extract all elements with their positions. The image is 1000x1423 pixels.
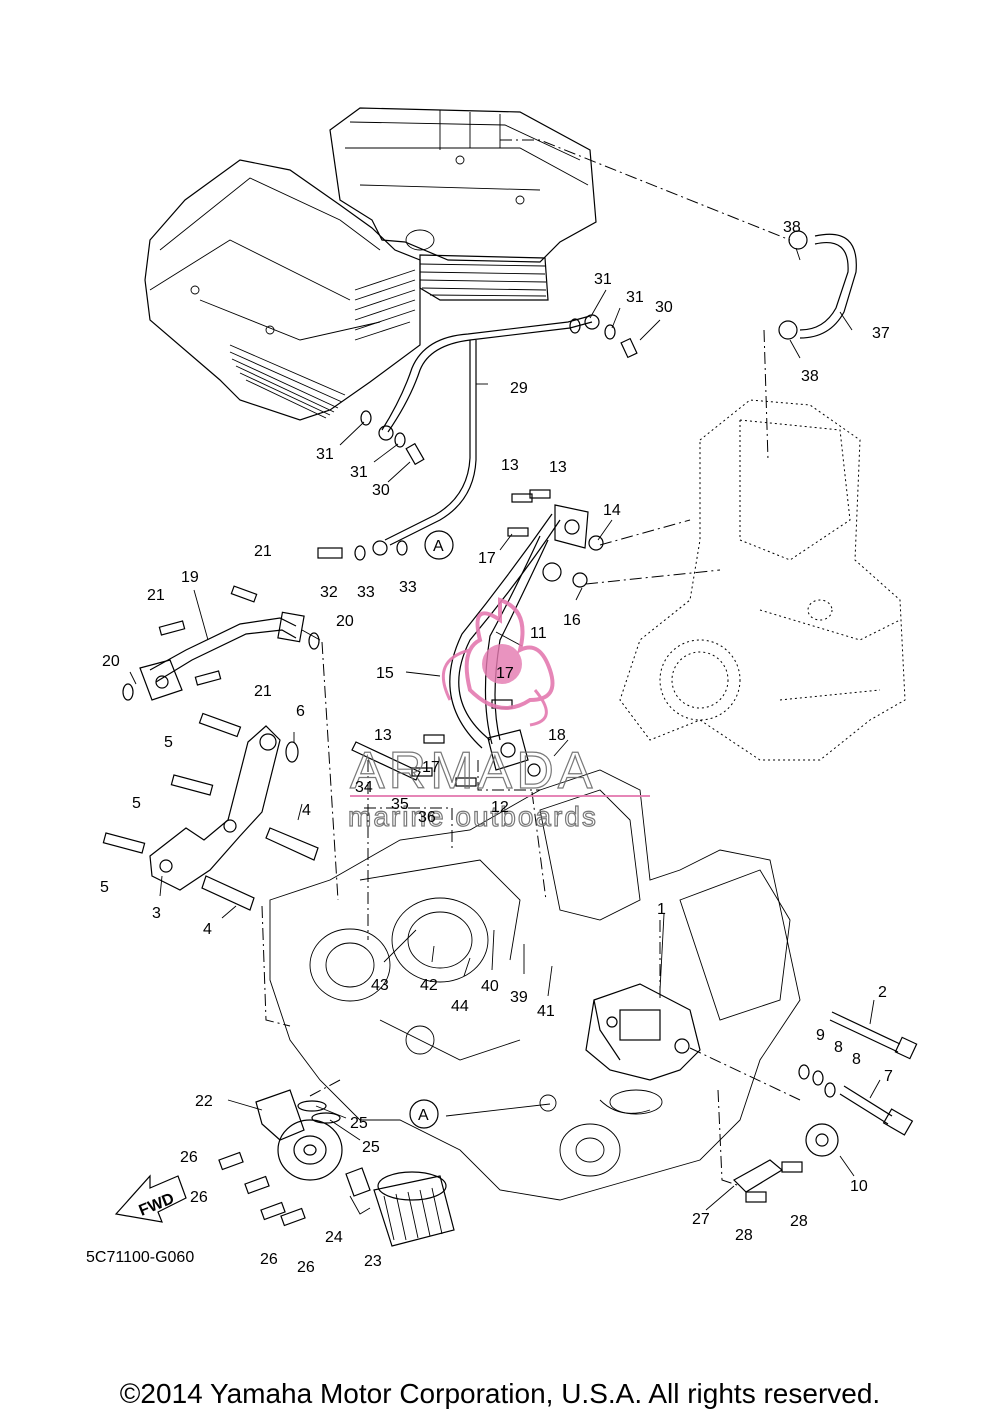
callout-21: 21: [254, 543, 272, 560]
callout-28: 28: [790, 1213, 808, 1230]
guide-lines: [261, 139, 801, 1187]
callout-labels: 1 2 3 4 4 5 5 5 6 7 8 8 9 10 11 12 13 13…: [100, 219, 893, 1276]
pump-fasteners: [733, 1011, 918, 1203]
callout-35: 35: [391, 796, 409, 813]
callout-1: 1: [657, 901, 666, 918]
circle-ref-a-bottom: A: [409, 1099, 439, 1129]
callout-33: 33: [399, 579, 417, 596]
callout-14: 14: [603, 502, 621, 519]
oil-pipe-assembly: [122, 585, 320, 701]
callout-15: 15: [376, 665, 394, 682]
callout-4: 4: [203, 921, 212, 938]
callout-13: 13: [501, 457, 519, 474]
callout-32: 32: [320, 584, 338, 601]
callout-3: 3: [152, 905, 161, 922]
callout-6: 6: [296, 703, 305, 720]
callout-22: 22: [195, 1093, 213, 1110]
circle-ref-a-bottom-label: A: [418, 1107, 429, 1124]
callout-17: 17: [422, 759, 440, 776]
callout-26: 26: [180, 1149, 198, 1166]
right-crankcase: [619, 399, 906, 761]
fwd-label: FWD: [137, 1190, 177, 1219]
callout-29: 29: [510, 380, 528, 397]
watermark-dot: [482, 644, 522, 684]
callout-43: 43: [371, 977, 389, 994]
callout-11: 11: [530, 625, 547, 642]
callout-17: 17: [496, 665, 514, 682]
callout-13: 13: [374, 727, 392, 744]
callout-25: 25: [350, 1115, 368, 1132]
circle-ref-a-top-label: A: [433, 538, 444, 555]
callout-18: 18: [548, 727, 566, 744]
callout-37: 37: [872, 325, 890, 342]
callout-2: 2: [878, 984, 887, 1001]
diagram-ref-code: 5C71100-G060: [86, 1249, 194, 1266]
copyright-notice: ©2014 Yamaha Motor Corporation, U.S.A. A…: [119, 1378, 881, 1409]
callout-26: 26: [297, 1259, 315, 1276]
watermark-tagline: marine outboards: [348, 801, 598, 832]
callout-26: 26: [190, 1189, 208, 1206]
breather-hose: [778, 230, 857, 340]
callout-38: 38: [801, 368, 819, 385]
callout-36: 36: [418, 809, 436, 826]
callout-16: 16: [563, 612, 581, 629]
callout-28: 28: [735, 1227, 753, 1244]
callout-8: 8: [852, 1051, 861, 1068]
callout-23: 23: [364, 1253, 382, 1270]
callout-20: 20: [102, 653, 120, 670]
callout-24: 24: [325, 1229, 343, 1246]
oil-lines: [351, 489, 604, 787]
callout-10: 10: [850, 1178, 868, 1195]
oil-filter-assembly: [218, 1089, 455, 1247]
callout-31: 31: [316, 446, 334, 463]
callout-38: 38: [783, 219, 801, 236]
callout-7: 7: [884, 1068, 893, 1085]
callout-5: 5: [164, 734, 173, 751]
callout-31: 31: [594, 271, 612, 288]
callout-5: 5: [132, 795, 141, 812]
callout-31: 31: [350, 464, 368, 481]
callout-20: 20: [336, 613, 354, 630]
callout-40: 40: [481, 978, 499, 995]
callout-44: 44: [451, 998, 469, 1015]
circle-ref-a-top: A: [424, 530, 454, 560]
callout-34: 34: [355, 779, 373, 796]
callout-39: 39: [510, 989, 528, 1006]
callout-26: 26: [260, 1251, 278, 1268]
forward-arrow: FWD: [114, 1174, 187, 1223]
watermark-brand: ARMADA: [350, 742, 596, 800]
watermark-emblem: [464, 597, 555, 710]
callout-13: 13: [549, 459, 567, 476]
callout-19: 19: [181, 569, 199, 586]
callout-31: 31: [626, 289, 644, 306]
watermark-logo: ARMADA marine outboards: [347, 597, 650, 833]
callout-41: 41: [537, 1003, 555, 1020]
oil-strainer-assembly: [102, 712, 319, 911]
callout-8: 8: [834, 1039, 843, 1056]
callout-17: 17: [478, 550, 496, 567]
callout-27: 27: [692, 1211, 710, 1228]
callout-5: 5: [100, 879, 109, 896]
cylinder-assembly: [144, 107, 597, 421]
callout-21: 21: [254, 683, 272, 700]
callout-42: 42: [420, 977, 438, 994]
callout-25: 25: [362, 1139, 380, 1156]
callout-33: 33: [357, 584, 375, 601]
oil-delivery-pipe: [372, 314, 600, 556]
callout-9: 9: [816, 1027, 825, 1044]
leader-lines: [129, 247, 881, 1211]
callout-30: 30: [655, 299, 673, 316]
callout-21: 21: [147, 587, 165, 604]
callout-4: 4: [302, 802, 311, 819]
oil-pump: [585, 983, 701, 1081]
callout-12: 12: [491, 799, 509, 816]
pipe-fasteners: [317, 318, 638, 561]
callout-30: 30: [372, 482, 390, 499]
